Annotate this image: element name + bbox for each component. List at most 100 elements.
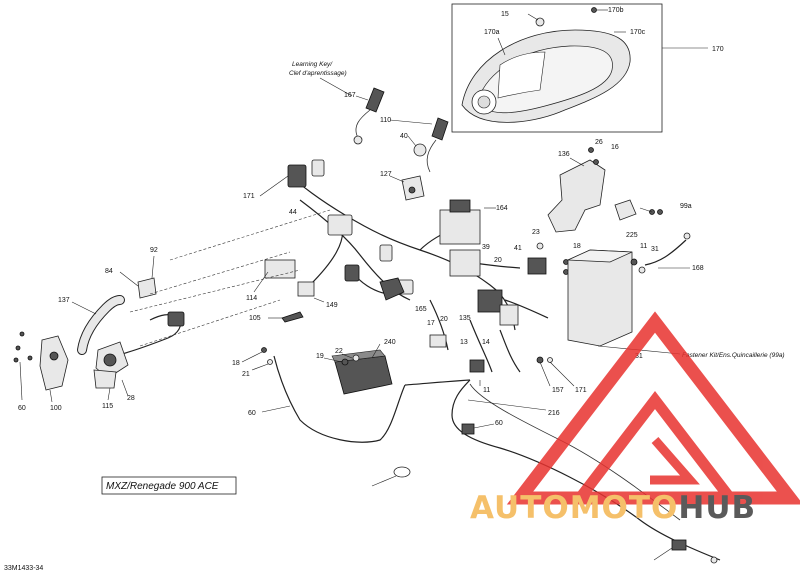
main-harness: 171 44 164 23 41 18 39 20 165 17 20 114 … <box>243 159 581 373</box>
battery-terminal-31 <box>638 266 646 274</box>
fastener-kit-note: Fastener Kit/Ens.Quincaillerie (99a) <box>682 352 785 359</box>
callout-208: 115 <box>102 403 113 410</box>
callout-149: 149 <box>326 302 338 309</box>
callout-136: 136 <box>558 151 570 158</box>
callout-20-top: 20 <box>494 257 502 264</box>
callout-18-left: 18 <box>232 360 240 367</box>
watermark-text-hub: HUB <box>678 490 757 526</box>
watermark-text: AUTOMOTOHUB <box>470 490 756 526</box>
callout-170: 170 <box>712 46 724 53</box>
screw-26 <box>588 147 594 153</box>
gauge-inset-frame <box>451 3 663 133</box>
nut-16 <box>593 159 599 165</box>
screw-31-bottom <box>536 356 544 364</box>
callout-164: 164 <box>496 205 508 212</box>
callout-18-right: 18 <box>573 243 581 250</box>
watermark-triangle-inner <box>575 390 735 502</box>
bracket-136 <box>547 159 606 233</box>
callout-100: 31 <box>635 353 643 360</box>
cable-168 <box>644 239 687 266</box>
model-box: MXZ/Renegade 900 ACE <box>101 476 237 495</box>
connector-149 <box>297 281 315 297</box>
harness-junction-a <box>327 214 353 236</box>
callout-26: 26 <box>595 139 603 146</box>
learning-key-tether <box>355 109 371 139</box>
gauge-inset: 15 170b 170a 170c 170 <box>451 3 724 133</box>
callout-16: 16 <box>611 144 619 151</box>
callout-44: 44 <box>289 209 297 216</box>
watermark-logo <box>506 311 800 505</box>
callout-110: 110 <box>380 117 391 124</box>
callout-92: 92 <box>150 247 158 254</box>
callout-23: 23 <box>532 229 540 236</box>
sensor-208 <box>93 369 117 389</box>
gauge-screw-170b <box>591 7 597 13</box>
callout-114: 114 <box>246 295 257 302</box>
callout-11-bottom: 171 <box>575 387 587 394</box>
lower-cables: 60 11 216 60 <box>248 355 721 564</box>
screw-19 <box>341 358 349 366</box>
callout-17: 17 <box>427 320 435 327</box>
sensor-23 <box>536 242 544 250</box>
connector-60-bottom <box>671 539 687 551</box>
key-110 <box>431 117 449 141</box>
callout-127: 127 <box>380 171 392 178</box>
bracket-225 <box>614 199 637 221</box>
bracket-84 <box>137 277 157 299</box>
cable-157 <box>273 355 406 443</box>
callout-40: 40 <box>400 133 408 140</box>
callout-22: 22 <box>335 348 343 355</box>
connector-60-mid <box>461 423 475 435</box>
model-box-label: MXZ/Renegade 900 ACE <box>106 481 219 492</box>
callout-15: 15 <box>501 11 509 18</box>
callout-171-bottom: 216 <box>548 410 560 417</box>
callout-135: 135 <box>459 315 471 322</box>
callout-11-top: 11 <box>640 243 647 250</box>
callout-137: 137 <box>58 297 70 304</box>
battery-terminal-11 <box>630 258 638 266</box>
callout-211: 28 <box>127 395 135 402</box>
learning-key-note-line2: Clef d'aprentissage) <box>289 70 347 77</box>
screw-22 <box>352 354 360 362</box>
callout-60-mid: 60 <box>495 420 503 427</box>
callout-167: 167 <box>344 92 356 99</box>
callout-60-top: 11 <box>483 387 490 394</box>
callout-14: 14 <box>482 339 490 346</box>
callout-21: 21 <box>242 371 250 378</box>
model-box-frame <box>101 476 237 495</box>
left-harness <box>117 314 181 356</box>
connector-171 <box>287 164 307 188</box>
callout-240: 240 <box>384 339 396 346</box>
connector-135 <box>477 289 503 313</box>
callout-39: 39 <box>482 244 490 251</box>
callout-20-bottom: 20 <box>440 316 448 323</box>
connector-114 <box>264 259 296 279</box>
gauge-display <box>497 51 546 99</box>
callout-31-top: 31 <box>651 246 659 253</box>
callout-115: 100 <box>50 405 62 412</box>
left-assemblies: 92 84 137 60 100 115 28 <box>13 209 331 412</box>
connector-13 <box>429 334 447 348</box>
callout-99a: 99a <box>680 203 692 210</box>
callout-170a: 170a <box>484 29 500 36</box>
watermark-triangle-outer <box>506 311 800 505</box>
bracket-136-group: 136 26 16 <box>547 139 619 233</box>
learning-key-clip <box>353 135 363 145</box>
learning-key-note-line1: Learning Key/ <box>292 61 333 68</box>
relay-box-164 <box>439 209 481 245</box>
cover-115 <box>39 335 69 391</box>
battery <box>567 249 633 347</box>
callout-225: 225 <box>626 232 638 239</box>
oring-216 <box>393 466 411 478</box>
callout-165: 165 <box>415 306 427 313</box>
harness-171-bottom <box>451 379 721 561</box>
callout-28: 60 <box>18 405 26 412</box>
callout-170b: 170b <box>608 7 624 14</box>
callout-84: 84 <box>105 268 113 275</box>
connector-165 <box>379 277 405 301</box>
connector-60a <box>469 359 485 373</box>
regulator-group: 240 22 19 18 21 <box>232 339 396 395</box>
watermark-text-automoto: AUTOMOTO <box>470 490 679 526</box>
gauge-tachometer-hub <box>477 95 491 109</box>
